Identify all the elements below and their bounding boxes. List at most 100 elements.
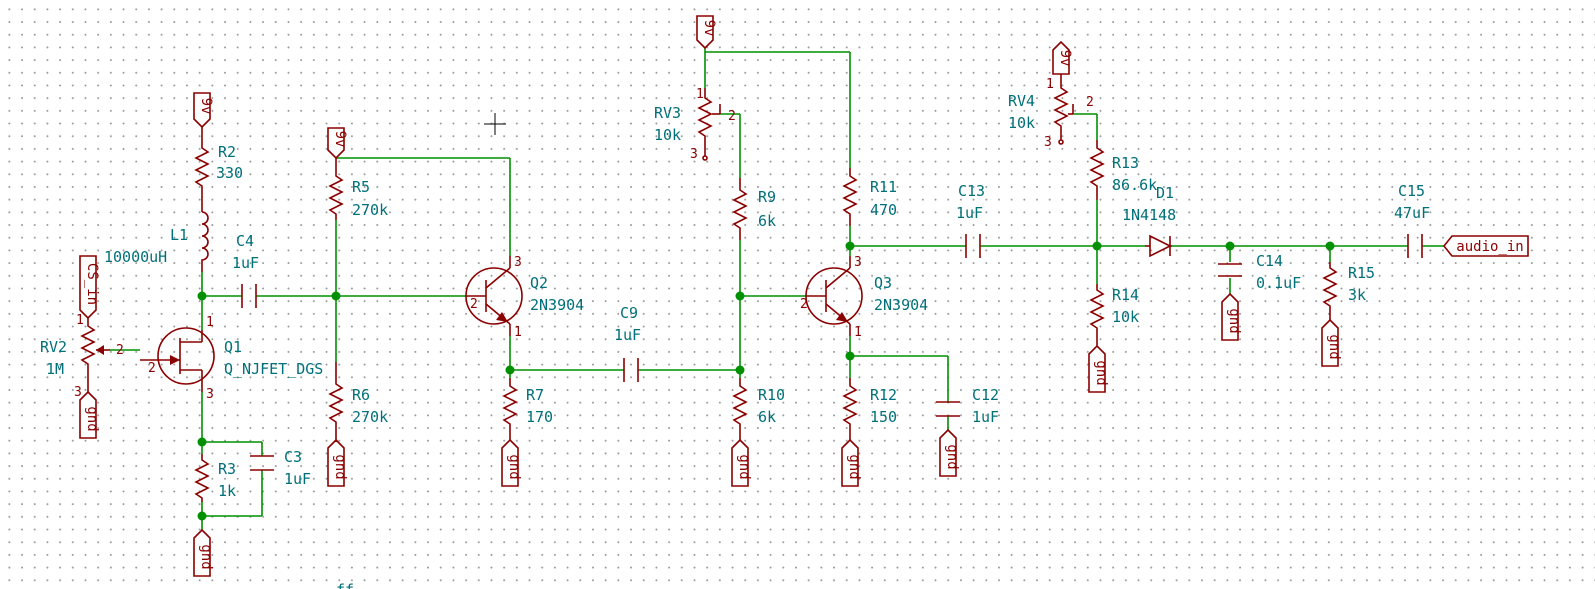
svg-text:2: 2	[116, 343, 124, 358]
transistor-q2[interactable]: 3 2 1 Q2 2N3904	[465, 255, 584, 340]
svg-text:R5: R5	[352, 178, 370, 196]
svg-text:R10: R10	[758, 386, 785, 404]
partial-text-bottom: ff	[336, 581, 354, 589]
svg-text:C9: C9	[620, 304, 638, 322]
svg-text:1: 1	[76, 313, 84, 328]
inductor-l1[interactable]: L1 10000uH	[104, 211, 209, 272]
svg-text:1: 1	[854, 325, 862, 340]
power-label-text: 9v	[332, 131, 348, 148]
potentiometer-rv4[interactable]: 1 2 3 RV4 10k	[1008, 74, 1094, 150]
junctions	[197, 241, 1335, 521]
resistor-r9[interactable]: R9 6k	[732, 178, 776, 240]
svg-text:1: 1	[206, 315, 214, 330]
svg-text:Q1: Q1	[224, 338, 242, 356]
svg-text:150: 150	[870, 408, 897, 426]
resistor-r11[interactable]: R11 470	[842, 168, 897, 226]
svg-text:1: 1	[696, 87, 704, 102]
potentiometer-rv3[interactable]: 1 2 3 RV3 10k	[654, 87, 736, 162]
svg-text:10k: 10k	[1112, 308, 1139, 326]
svg-text:R2: R2	[218, 143, 236, 161]
capacitor-c4[interactable]: C4 1uF	[232, 232, 259, 308]
resistor-r2[interactable]: R2 330	[194, 140, 243, 194]
svg-text:2: 2	[148, 361, 156, 376]
potentiometer-rv2[interactable]: 1 2 3 RV2 1M	[40, 313, 124, 400]
svg-text:2: 2	[470, 297, 478, 312]
capacitor-c12[interactable]: C12 1uF	[936, 386, 999, 426]
svg-text:0.1uF: 0.1uF	[1256, 274, 1301, 292]
resistor-r14[interactable]: R14 10k	[1089, 284, 1139, 346]
svg-text:C14: C14	[1256, 252, 1283, 270]
svg-text:270k: 270k	[352, 201, 388, 219]
net-label-cs-in[interactable]: CS_in	[79, 255, 100, 320]
svg-text:gnd: gnd	[736, 454, 752, 479]
svg-text:audio_in: audio_in	[1456, 239, 1523, 255]
svg-text:330: 330	[216, 164, 243, 182]
svg-text:86.6k: 86.6k	[1112, 176, 1157, 194]
svg-text:1uF: 1uF	[284, 470, 311, 488]
capacitor-c13[interactable]: C13 1uF	[956, 182, 985, 258]
svg-text:D1: D1	[1156, 184, 1174, 202]
transistor-q3[interactable]: 3 2 1 Q3 2N3904	[800, 255, 928, 340]
resistor-r13[interactable]: R13 86.6k	[1089, 140, 1157, 200]
resistor-r7[interactable]: R7 170	[502, 378, 553, 440]
svg-text:6k: 6k	[758, 408, 776, 426]
resistor-r10[interactable]: R10 6k	[732, 378, 785, 440]
svg-text:1uF: 1uF	[232, 254, 259, 272]
capacitor-c9[interactable]: C9 1uF	[614, 304, 641, 382]
svg-text:gnd: gnd	[84, 406, 100, 431]
resistor-r6[interactable]: R6 270k	[328, 362, 388, 442]
ground-label-r10: gnd	[731, 438, 752, 487]
transistor-q1[interactable]: 1 2 3 Q1 Q_NJFET_DGS	[140, 315, 323, 402]
svg-text:270k: 270k	[352, 408, 388, 426]
ground-label-r3: gnd	[193, 528, 214, 577]
net-label-audio-in[interactable]: audio_in	[1442, 235, 1529, 257]
svg-text:3: 3	[690, 147, 698, 162]
ground-label-rv2: gnd	[79, 390, 100, 439]
ground-label-c14: gnd	[1221, 292, 1242, 341]
ground-label-r6: gnd	[327, 438, 348, 487]
power-label-9v-left: 9v	[193, 92, 214, 129]
resistor-r12[interactable]: R12 150	[842, 378, 897, 440]
svg-text:R9: R9	[758, 188, 776, 206]
resistor-r5[interactable]: R5 270k	[328, 170, 388, 220]
svg-text:170: 170	[526, 408, 553, 426]
diode-d1[interactable]: D1 1N4148	[1122, 184, 1176, 258]
svg-text:1M: 1M	[46, 360, 64, 378]
wires	[110, 48, 1444, 534]
resistor-r3[interactable]: R3 1k	[194, 454, 236, 502]
svg-text:2N3904: 2N3904	[530, 296, 584, 314]
svg-text:gnd: gnd	[1226, 308, 1242, 333]
svg-text:R14: R14	[1112, 286, 1139, 304]
svg-text:CS_in: CS_in	[84, 263, 100, 305]
svg-text:C4: C4	[236, 232, 254, 250]
svg-text:C3: C3	[284, 448, 302, 466]
svg-text:R6: R6	[352, 386, 370, 404]
svg-text:1: 1	[1046, 77, 1054, 92]
svg-text:1N4148: 1N4148	[1122, 206, 1176, 224]
capacitor-c3[interactable]: C3 1uF	[250, 448, 311, 488]
svg-text:gnd: gnd	[198, 544, 214, 569]
svg-text:3: 3	[206, 387, 214, 402]
svg-text:Q_NJFET_DGS: Q_NJFET_DGS	[224, 360, 323, 378]
svg-text:R13: R13	[1112, 154, 1139, 172]
svg-text:gnd: gnd	[332, 454, 348, 479]
svg-text:1k: 1k	[218, 482, 236, 500]
svg-text:3: 3	[514, 255, 522, 270]
svg-text:Q2: Q2	[530, 274, 548, 292]
svg-text:gnd: gnd	[1093, 360, 1109, 385]
svg-text:3: 3	[74, 385, 82, 400]
capacitor-c15[interactable]: C15 47uF	[1394, 182, 1430, 258]
svg-text:C13: C13	[958, 182, 985, 200]
ground-label-r14: gnd	[1088, 344, 1109, 393]
power-label-text: 9v	[1057, 50, 1073, 67]
capacitor-c14[interactable]: C14 0.1uF	[1218, 252, 1301, 292]
svg-text:R7: R7	[526, 386, 544, 404]
svg-text:Q3: Q3	[874, 274, 892, 292]
svg-text:gnd: gnd	[944, 444, 960, 469]
resistor-r15[interactable]: R15 3k	[1322, 262, 1375, 320]
svg-text:gnd: gnd	[506, 454, 522, 479]
svg-text:L1: L1	[170, 226, 188, 244]
svg-text:gnd: gnd	[846, 454, 862, 479]
